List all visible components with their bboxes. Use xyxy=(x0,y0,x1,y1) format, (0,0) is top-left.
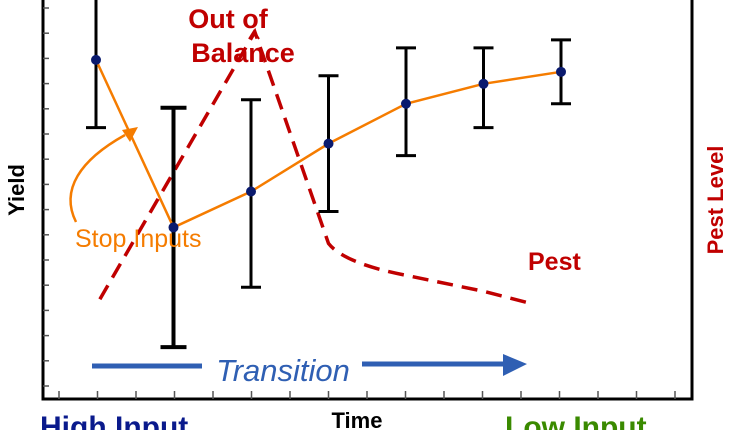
yield-point xyxy=(401,98,411,109)
out-of-balance-line1: Out of xyxy=(188,4,268,34)
transition-arrow xyxy=(92,354,527,376)
yield-point xyxy=(91,54,101,65)
axis-frame xyxy=(41,0,694,401)
high-input-label: High Input xyxy=(40,411,188,430)
out-of-balance-arrow xyxy=(248,29,260,40)
stop-inputs-arrow xyxy=(69,127,138,223)
yield-series xyxy=(86,0,571,350)
yield-point xyxy=(478,78,489,89)
y-axis-label: Yield xyxy=(4,164,29,216)
yield-point xyxy=(246,186,256,197)
x-axis-label: Time xyxy=(332,408,383,430)
pest-line xyxy=(98,27,531,305)
stop-inputs-label: Stop Inputs xyxy=(75,225,201,253)
yield-point xyxy=(556,66,566,77)
transition-label: Transition xyxy=(216,353,350,388)
yield-point xyxy=(323,138,334,149)
axes xyxy=(41,0,694,401)
low-input-label: Low Input xyxy=(505,411,647,430)
yield-point xyxy=(168,222,179,233)
pest-series xyxy=(98,27,531,305)
y2-axis-label: Pest Level xyxy=(703,146,728,255)
pest-label: Pest xyxy=(528,248,581,276)
out-of-balance-line2: Balance xyxy=(191,38,295,68)
